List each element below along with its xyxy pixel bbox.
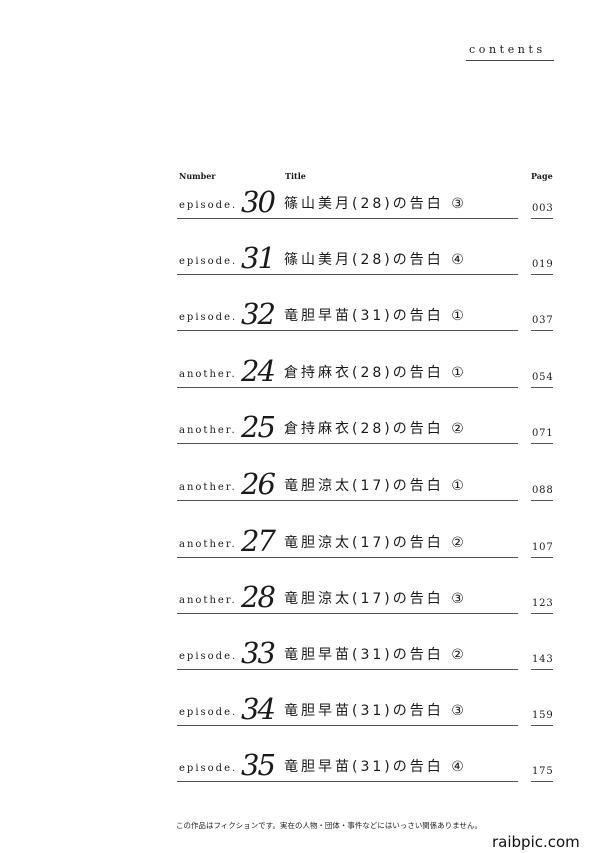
page-rule — [531, 274, 553, 275]
row-rule — [177, 274, 518, 275]
row-title: 竜胆涼太(17)の告白 ② — [284, 535, 467, 551]
row-rule — [177, 557, 518, 558]
row-page: 159 — [532, 710, 554, 721]
page-rule — [531, 330, 553, 331]
row-rule — [177, 500, 518, 501]
row-kind: episode. — [179, 312, 238, 323]
row-page: 037 — [532, 315, 554, 326]
row-number: 25 — [241, 410, 276, 444]
title-underline — [466, 60, 554, 61]
row-kind: episode. — [179, 707, 238, 718]
row-number: 35 — [241, 748, 276, 782]
site-watermark: raibpic.com — [492, 833, 580, 851]
page-rule — [531, 218, 553, 219]
toc-row[interactable]: episode. 32 竜胆早苗(31)の告白 ① 037 — [0, 291, 600, 331]
row-number: 30 — [241, 185, 276, 219]
row-number: 27 — [241, 524, 276, 558]
page-rule — [531, 557, 553, 558]
row-rule — [177, 669, 518, 670]
toc-row[interactable]: another. 26 竜胆涼太(17)の告白 ① 088 — [0, 461, 600, 501]
row-title: 竜胆涼太(17)の告白 ③ — [284, 591, 467, 607]
row-rule — [177, 613, 518, 614]
column-header-number: Number — [179, 171, 216, 181]
row-page: 175 — [532, 766, 554, 777]
row-number: 34 — [241, 692, 276, 726]
row-page: 143 — [532, 654, 554, 665]
contents-title: contents — [469, 43, 546, 56]
row-kind: another. — [179, 595, 237, 606]
toc-row[interactable]: episode. 35 竜胆早苗(31)の告白 ④ 175 — [0, 742, 600, 782]
page-rule — [531, 387, 553, 388]
row-title: 倉持麻衣(28)の告白 ② — [284, 421, 467, 437]
row-rule — [177, 218, 518, 219]
column-header-page: Page — [531, 171, 553, 181]
toc-row[interactable]: another. 24 倉持麻衣(28)の告白 ① 054 — [0, 348, 600, 388]
row-title: 竜胆早苗(31)の告白 ④ — [284, 759, 467, 775]
row-number: 24 — [241, 354, 276, 388]
toc-row[interactable]: episode. 34 竜胆早苗(31)の告白 ③ 159 — [0, 686, 600, 726]
page-rule — [531, 781, 553, 782]
row-title: 竜胆涼太(17)の告白 ① — [284, 478, 467, 494]
row-rule — [177, 330, 518, 331]
fiction-disclaimer: この作品はフィクションです。実在の人物・団体・事件などにはいっさい関係ありません… — [176, 821, 483, 830]
row-number: 33 — [241, 636, 276, 670]
row-number: 32 — [241, 297, 276, 331]
row-title: 竜胆早苗(31)の告白 ② — [284, 647, 467, 663]
row-title: 篠山美月(28)の告白 ④ — [284, 252, 467, 268]
row-number: 26 — [241, 467, 276, 501]
page-rule — [531, 725, 553, 726]
row-title: 竜胆早苗(31)の告白 ③ — [284, 703, 467, 719]
row-title: 竜胆早苗(31)の告白 ① — [284, 308, 467, 324]
row-number: 31 — [241, 241, 276, 275]
toc-row[interactable]: episode. 30 篠山美月(28)の告白 ③ 003 — [0, 179, 600, 219]
row-page: 123 — [532, 598, 554, 609]
row-kind: episode. — [179, 651, 238, 662]
row-rule — [177, 387, 518, 388]
row-page: 003 — [532, 203, 554, 214]
row-number: 28 — [241, 580, 276, 614]
toc-row[interactable]: another. 28 竜胆涼太(17)の告白 ③ 123 — [0, 574, 600, 614]
toc-row[interactable]: another. 27 竜胆涼太(17)の告白 ② 107 — [0, 518, 600, 558]
row-page: 019 — [532, 259, 554, 270]
row-kind: another. — [179, 482, 237, 493]
row-rule — [177, 781, 518, 782]
row-kind: episode. — [179, 200, 238, 211]
row-rule — [177, 443, 518, 444]
toc-row[interactable]: episode. 33 竜胆早苗(31)の告白 ② 143 — [0, 630, 600, 670]
toc-row[interactable]: episode. 31 篠山美月(28)の告白 ④ 019 — [0, 235, 600, 275]
page-rule — [531, 613, 553, 614]
row-title: 倉持麻衣(28)の告白 ① — [284, 365, 467, 381]
row-rule — [177, 725, 518, 726]
row-page: 054 — [532, 372, 554, 383]
row-kind: another. — [179, 539, 237, 550]
row-page: 107 — [532, 542, 554, 553]
row-kind: episode. — [179, 256, 238, 267]
page-rule — [531, 669, 553, 670]
page-rule — [531, 500, 553, 501]
row-kind: another. — [179, 369, 237, 380]
column-header-title: Title — [285, 171, 306, 181]
toc-row[interactable]: another. 25 倉持麻衣(28)の告白 ② 071 — [0, 404, 600, 444]
row-page: 088 — [532, 485, 554, 496]
row-page: 071 — [532, 428, 554, 439]
row-kind: another. — [179, 425, 237, 436]
page-rule — [531, 443, 553, 444]
row-title: 篠山美月(28)の告白 ③ — [284, 196, 467, 212]
row-kind: episode. — [179, 763, 238, 774]
